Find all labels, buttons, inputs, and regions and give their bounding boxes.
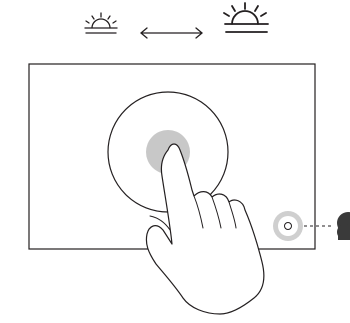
bright-sun-icon [224, 3, 268, 32]
cloud-icon [337, 212, 350, 240]
double-headed-arrow-icon [141, 28, 202, 38]
dim-sun-icon [85, 13, 117, 33]
ambient-light-sensor-icon [273, 211, 303, 241]
